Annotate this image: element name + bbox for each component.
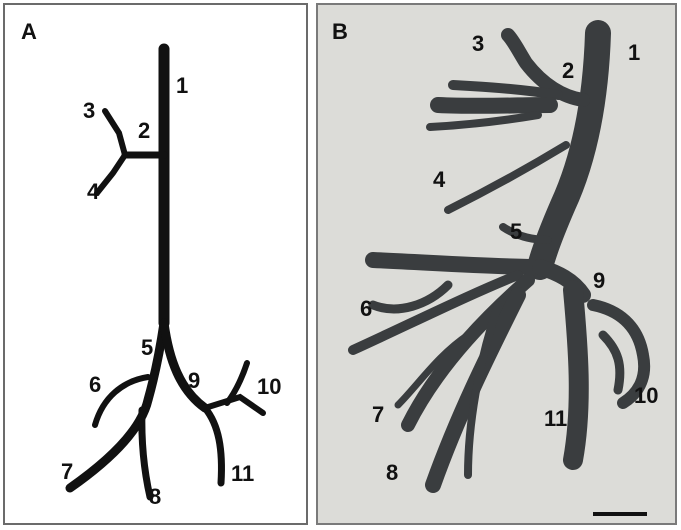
cast-branch-4 (448, 145, 566, 210)
label-b-2: 2 (562, 58, 574, 83)
panel-b-photo: B 1 (316, 3, 677, 525)
label-b-1: 1 (628, 40, 640, 65)
label-b-5: 5 (510, 219, 522, 244)
label-a-1: 1 (176, 73, 188, 98)
label-b-3: 3 (472, 31, 484, 56)
scale-bar (593, 512, 647, 516)
cast-branch-11 (573, 290, 579, 460)
label-b-10: 10 (634, 383, 658, 408)
cast-illustration: 1 2 3 4 5 6 7 8 9 10 11 (318, 5, 675, 523)
cast-branch-3b (438, 105, 550, 106)
branch-10 (205, 397, 263, 413)
cast-branch-3c (430, 115, 538, 127)
label-b-8: 8 (386, 460, 398, 485)
label-a-9: 9 (188, 368, 200, 393)
cast-branch-6 (373, 260, 540, 267)
branch-3 (105, 111, 125, 155)
branch-9 (164, 323, 205, 408)
label-a-4: 4 (87, 179, 100, 204)
branch-11 (205, 408, 221, 483)
label-b-7: 7 (372, 402, 384, 427)
panel-a-schematic: A 1 2 3 4 5 6 7 8 9 10 (3, 3, 308, 525)
label-a-10: 10 (257, 374, 281, 399)
label-a-11: 11 (231, 461, 254, 486)
label-a-2: 2 (138, 118, 150, 143)
branch-4 (97, 155, 125, 193)
label-b-9: 9 (593, 268, 605, 293)
label-a-3: 3 (83, 98, 95, 123)
label-b-11: 11 (544, 406, 567, 431)
label-a-5: 5 (141, 335, 153, 360)
label-b-6: 6 (360, 296, 372, 321)
schematic-diagram: 1 2 3 4 5 6 7 8 9 10 11 (5, 5, 306, 523)
label-a-7: 7 (61, 459, 73, 484)
label-a-6: 6 (89, 372, 101, 397)
label-b-4: 4 (433, 167, 446, 192)
label-a-8: 8 (149, 484, 161, 509)
